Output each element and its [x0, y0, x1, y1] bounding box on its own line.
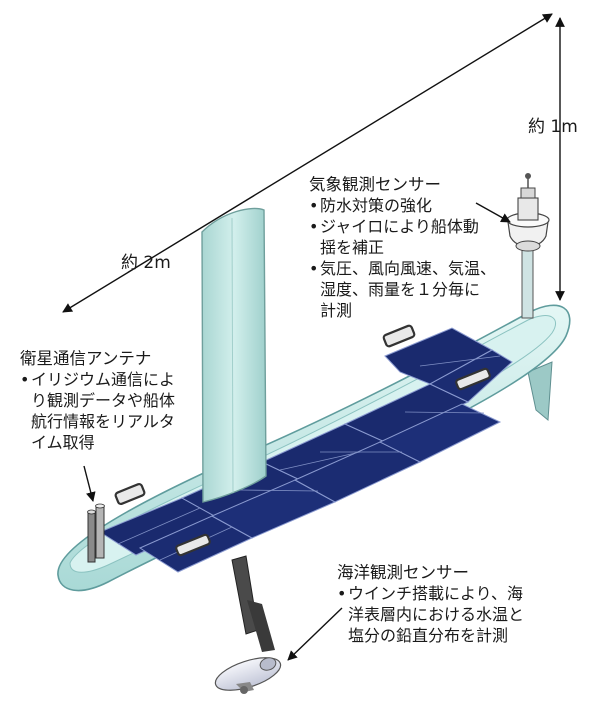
dimension-lines — [62, 13, 565, 313]
bullet-mark: • — [309, 196, 319, 215]
satellite-antenna-line-1: •イリジウム通信によ — [20, 370, 176, 389]
satellite-antenna-line-3: 航行情報をリアルタ — [31, 412, 175, 431]
ocean-sensor-line-2: 洋表層内における水温と — [348, 605, 525, 624]
sail — [201, 207, 267, 503]
deck-handles — [114, 324, 491, 557]
weather-sensor-line-5: 湿度、雨量を１分毎に — [320, 280, 481, 299]
weather-sensor-callout: 気象観測センサー •防水対策の強化 •ジャイロにより船体動 揺を補正 •気圧、風… — [309, 174, 496, 321]
length-dimension-label: 約 2m — [121, 253, 171, 273]
height-dimension-label: 約 1m — [528, 117, 578, 137]
weather-sensor-mast — [506, 173, 550, 319]
antenna-pointer — [83, 465, 96, 502]
weather-sensor-line-4: •気圧、風向風速、気温、 — [309, 259, 497, 278]
ocean-sensor-line-1: •ウインチ搭載により、海 — [337, 584, 524, 603]
length-dimension-line — [62, 13, 553, 313]
satellite-antennas — [87, 503, 105, 563]
bullet-mark: • — [20, 370, 30, 389]
weather-sensor-line-3: 揺を補正 — [320, 238, 385, 257]
bullet-mark: • — [337, 584, 347, 603]
satellite-antenna-title: 衛星通信アンテナ — [20, 349, 152, 368]
weather-sensor-line-6: 計測 — [320, 301, 353, 320]
ocean-sensor-pointer — [287, 607, 343, 661]
weather-sensor-pointer — [475, 202, 511, 223]
rear-fin — [527, 361, 553, 422]
ocean-sensor-title: 海洋観測センサー — [337, 563, 469, 582]
ocean-sensor-line-3: 塩分の鉛直分布を計測 — [348, 626, 509, 645]
satellite-antenna-callout: 衛星通信アンテナ •イリジウム通信によ り観測データや船体 航行情報をリアルタ … — [20, 348, 175, 453]
leader-arrows — [83, 202, 511, 661]
satellite-antenna-line-4: イム取得 — [31, 433, 95, 452]
satellite-antenna-line-2: り観測データや船体 — [31, 391, 176, 410]
weather-sensor-line-2: •ジャイロにより船体動 — [309, 217, 479, 236]
ocean-sensor-callout: 海洋観測センサー •ウインチ搭載により、海 洋表層内における水温と 塩分の鉛直分… — [337, 562, 524, 646]
weather-sensor-line-1: •防水対策の強化 — [309, 196, 433, 215]
winch-strut — [231, 555, 275, 652]
weather-sensor-title: 気象観測センサー — [309, 175, 441, 194]
bullet-mark: • — [309, 217, 319, 236]
ocean-sensor-pod — [214, 657, 282, 694]
bullet-mark: • — [309, 259, 319, 278]
